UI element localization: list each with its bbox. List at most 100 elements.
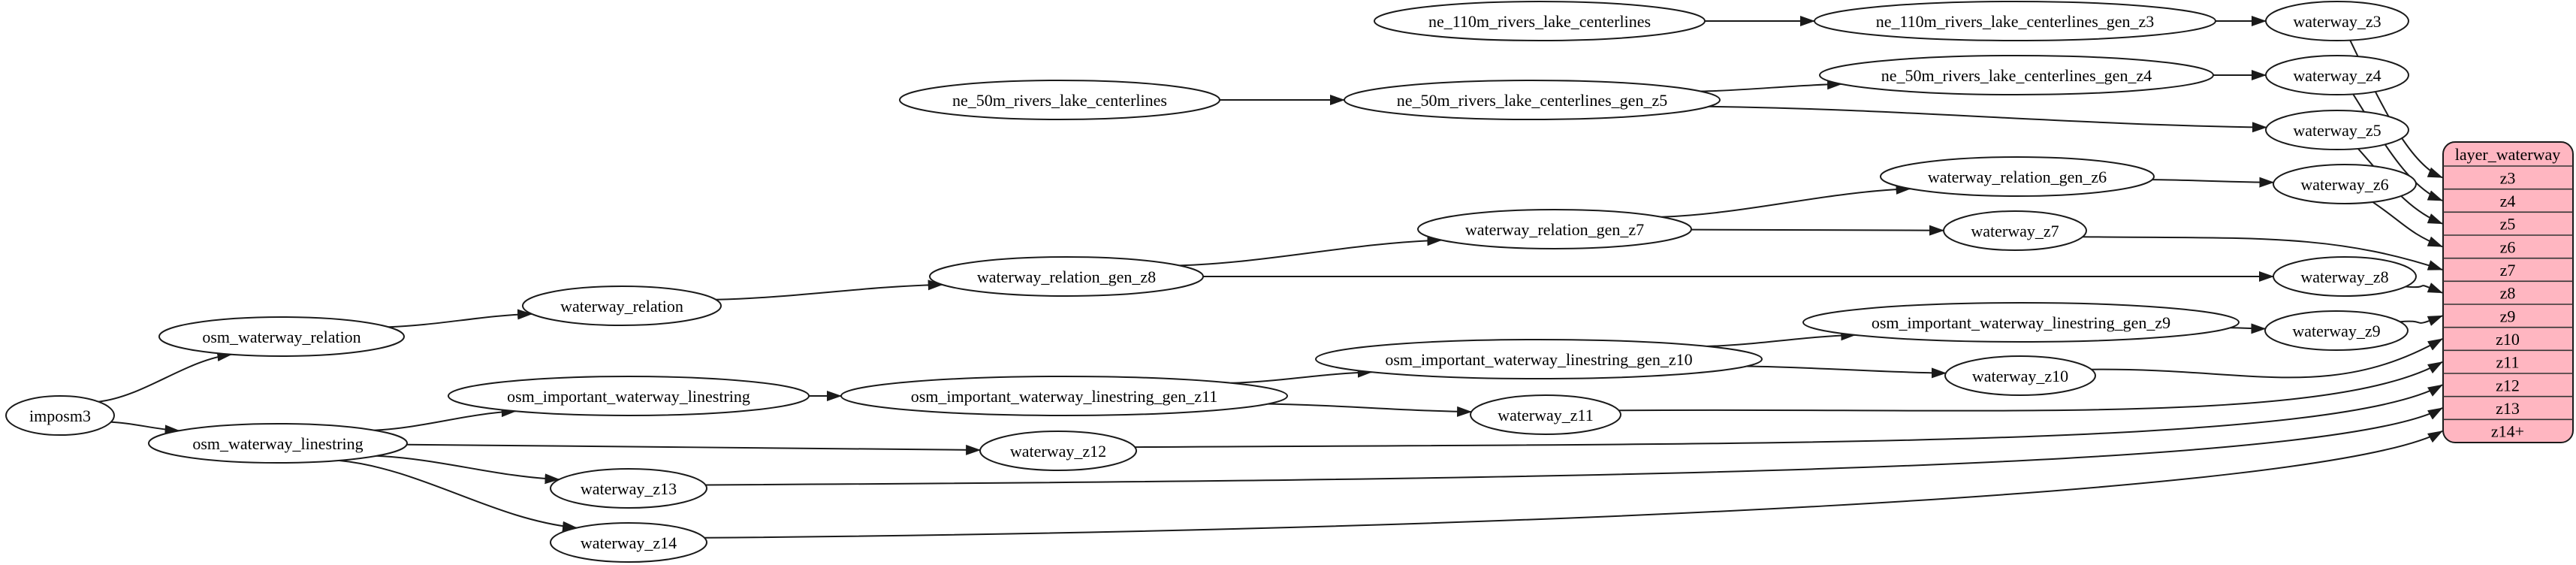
edge-waterway_z12-to-z12: [1135, 384, 2443, 449]
node-ne-110m-rivers-lake-centerlines: ne_110m_rivers_lake_centerlines: [1374, 1, 1706, 41]
node-label: waterway_z5: [2293, 121, 2381, 140]
node-label: waterway_z3: [2293, 12, 2381, 31]
node-osm-important-waterway-linestring-gen-z9: osm_important_waterway_linestring_gen_z9: [1802, 302, 2240, 343]
node-label: waterway_z13: [581, 479, 677, 498]
node-label: osm_important_waterway_linestring: [507, 387, 750, 406]
node-waterway-z14: waterway_z14: [550, 522, 707, 563]
node-label: waterway_relation_gen_z6: [1928, 168, 2107, 186]
edge-layer: [98, 16, 2443, 539]
edge-waterway_z11-to-z11: [1618, 361, 2443, 412]
node-waterway-z5: waterway_z5: [2265, 110, 2409, 150]
table-row-z7: z7: [2500, 261, 2516, 279]
node-waterway-z7: waterway_z7: [1943, 210, 2087, 251]
node-osm-important-waterway-linestring-gen-z10: osm_important_waterway_linestring_gen_z1…: [1315, 339, 1763, 379]
node-label: waterway_z14: [581, 533, 677, 552]
table-row-z6: z6: [2500, 237, 2516, 256]
table-row-z5: z5: [2500, 215, 2516, 234]
edge-osm_waterway_linestring-to-waterway_z12: [406, 443, 982, 455]
node-waterway-z9: waterway_z9: [2264, 310, 2409, 351]
node-waterway-relation-gen-z7: waterway_relation_gen_z7: [1417, 209, 1692, 249]
edge-osm_important_waterway_linestring_gen_z10-to-waterway_z10: [1746, 365, 1947, 379]
table-row-z9: z9: [2500, 307, 2516, 325]
node-waterway-z10: waterway_z10: [1944, 355, 2096, 396]
table-row-z14plus: z14+: [2491, 422, 2524, 441]
node-waterway-z12: waterway_z12: [979, 431, 1137, 471]
node-label: waterway_z12: [1010, 442, 1106, 461]
node-label: waterway_z8: [2300, 267, 2388, 286]
node-label: ne_50m_rivers_lake_centerlines: [952, 91, 1167, 110]
edge-osm_important_waterway_linestring_gen_z11-to-waterway_z11: [1268, 403, 1473, 417]
edge-waterway_z10-to-z10: [2091, 338, 2443, 379]
node-label: imposm3: [29, 406, 91, 425]
edge-waterway_relation_gen_z7-to-waterway_relation_gen_z6: [1661, 183, 1911, 218]
node-label: waterway_relation: [560, 297, 683, 316]
node-label: waterway_z9: [2292, 322, 2380, 340]
table-row-z13: z13: [2496, 399, 2520, 418]
node-label: waterway_z4: [2293, 66, 2381, 85]
node-label: ne_50m_rivers_lake_centerlines_gen_z5: [1397, 91, 1667, 110]
edge-waterway_relation_gen_z6-to-waterway_z6: [2152, 177, 2275, 188]
edge-osm_waterway_linestring-to-osm_important_waterway_linestring: [374, 406, 517, 431]
node-ne-110m-rivers-lake-centerlines-gen-z3: ne_110m_rivers_lake_centerlines_gen_z3: [1814, 1, 2216, 41]
edge-imposm3-to-osm_waterway_relation: [98, 351, 233, 403]
node-label: ne_50m_rivers_lake_centerlines_gen_z4: [1881, 66, 2152, 85]
node-osm-waterway-relation: osm_waterway_relation: [158, 316, 405, 357]
table-row-z10: z10: [2496, 330, 2520, 349]
node-label: osm_important_waterway_linestring_gen_z1…: [1385, 350, 1692, 369]
node-label: waterway_z6: [2300, 175, 2388, 194]
edge-waterway_relation_gen_z8-to-waterway_relation_gen_z7: [1179, 235, 1443, 267]
node-ne-50m-rivers-lake-centerlines: ne_50m_rivers_lake_centerlines: [899, 80, 1220, 120]
node-waterway-z4: waterway_z4: [2265, 55, 2409, 95]
edge-waterway_relation_gen_z7-to-waterway_z7: [1691, 225, 1944, 236]
edge-osm_important_waterway_linestring_gen_z10-to-osm_important_waterway_linestring_gen_z9: [1706, 330, 1857, 347]
edge-ne_50m_rivers_lake_centerlines_gen_z5-to-waterway_z5: [1709, 105, 2267, 133]
node-label: waterway_relation_gen_z7: [1465, 220, 1644, 239]
edge-waterway_z13-to-z13: [705, 407, 2443, 486]
node-waterway-z8: waterway_z8: [2273, 256, 2417, 297]
edge-waterway_z7-to-z7: [2083, 236, 2443, 270]
edge-osm_waterway_linestring-to-waterway_z14: [339, 459, 578, 532]
table-row-z11: z11: [2496, 353, 2520, 372]
layer-waterway-table: layer_waterway z3 z4 z5 z6 z7 z8 z9 z10 …: [2442, 141, 2574, 443]
node-osm-important-waterway-linestring: osm_important_waterway_linestring: [448, 376, 810, 416]
node-label: waterway_relation_gen_z8: [977, 267, 1156, 286]
table-row-z4: z4: [2500, 192, 2516, 210]
node-waterway-z6: waterway_z6: [2273, 164, 2417, 204]
table-row-z3: z3: [2500, 168, 2516, 187]
table-title: layer_waterway: [2455, 145, 2560, 164]
table-row-z12: z12: [2496, 376, 2520, 394]
node-layer: imposm3 osm_waterway_relation osm_waterw…: [5, 1, 2417, 563]
node-label: ne_110m_rivers_lake_centerlines: [1428, 12, 1651, 31]
node-osm-waterway-linestring: osm_waterway_linestring: [148, 423, 408, 464]
node-label: waterway_z7: [1971, 222, 2059, 240]
node-imposm3: imposm3: [5, 395, 115, 436]
node-waterway-z11: waterway_z11: [1470, 394, 1621, 435]
node-label: osm_waterway_linestring: [192, 434, 363, 453]
node-waterway-z3: waterway_z3: [2265, 1, 2409, 41]
edge-imposm3-to-osm_waterway_linestring: [110, 421, 180, 436]
node-label: ne_110m_rivers_lake_centerlines_gen_z3: [1876, 12, 2155, 31]
edge-osm_important_waterway_linestring_gen_z11-to-osm_important_waterway_linestring_gen_z10: [1231, 367, 1373, 384]
node-waterway-relation-gen-z6: waterway_relation_gen_z6: [1880, 156, 2155, 197]
node-waterway-relation: waterway_relation: [522, 286, 722, 326]
node-ne-50m-rivers-lake-centerlines-gen-z4: ne_50m_rivers_lake_centerlines_gen_z4: [1819, 55, 2214, 95]
edge-osm_waterway_linestring-to-waterway_z13: [376, 455, 560, 485]
node-ne-50m-rivers-lake-centerlines-gen-z5: ne_50m_rivers_lake_centerlines_gen_z5: [1344, 80, 1721, 120]
edge-ne_50m_rivers_lake_centerlines_gen_z5-to-ne_50m_rivers_lake_centerlines_gen_z4: [1700, 79, 1843, 92]
node-waterway-relation-gen-z8: waterway_relation_gen_z8: [929, 256, 1204, 297]
node-label: waterway_z11: [1498, 406, 1593, 425]
table-row-z8: z8: [2500, 284, 2516, 303]
node-osm-important-waterway-linestring-gen-z11: osm_important_waterway_linestring_gen_z1…: [840, 376, 1288, 416]
node-label: osm_waterway_relation: [202, 328, 360, 346]
edge-osm_waterway_relation-to-waterway_relation: [388, 309, 533, 328]
edge-waterway_z6-to-z6: [2372, 201, 2443, 248]
edge-waterway_z14-to-z14+: [704, 430, 2443, 539]
node-label: osm_important_waterway_linestring_gen_z1…: [911, 387, 1218, 406]
node-label: osm_important_waterway_linestring_gen_z9: [1872, 313, 2170, 332]
edge-waterway_z9-to-z9: [2400, 315, 2443, 326]
node-label: waterway_z10: [1972, 367, 2068, 385]
edge-waterway_z8-to-z8: [2406, 282, 2443, 294]
edge-waterway_relation-to-waterway_relation_gen_z8: [716, 279, 943, 301]
